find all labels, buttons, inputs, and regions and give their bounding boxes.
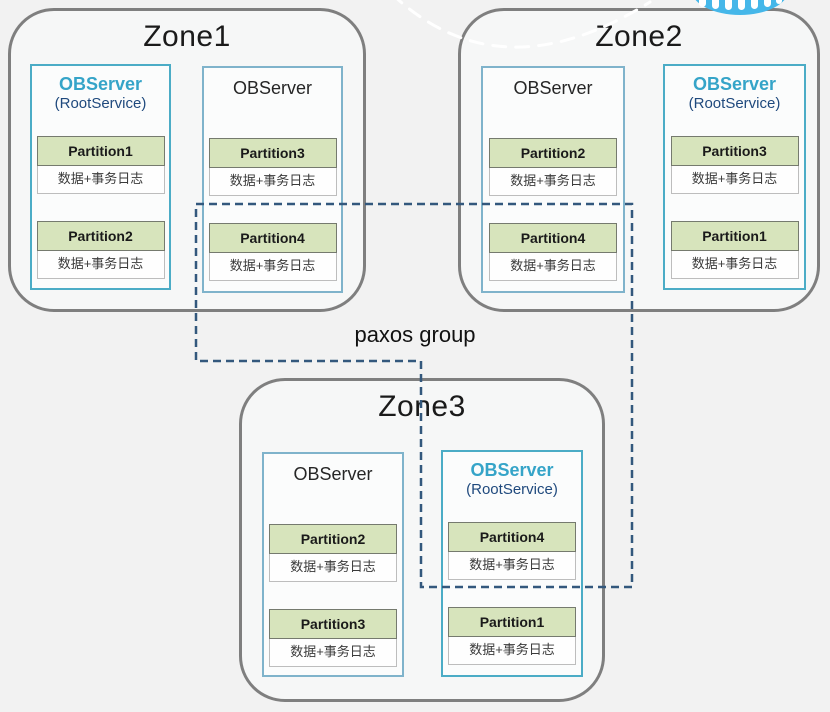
partition: Partition1 数据+事务日志 [36,136,165,194]
zone2-observer: OBServer Partition2 数据+事务日志 Partition4 数… [481,66,625,293]
zone1-observer: OBServer Partition3 数据+事务日志 Partition4 数… [202,66,343,293]
zone3-container: Zone3 OBServer Partition2 数据+事务日志 Partit… [239,378,605,702]
partition-name: Partition4 [208,223,337,253]
zone3-title: Zone3 [378,390,466,423]
observer-title: OBServer [293,464,373,484]
partition: Partition4 数据+事务日志 [448,522,576,580]
partition-name: Partition1 [36,136,165,166]
partition: Partition2 数据+事务日志 [36,221,165,279]
paxos-group-label: paxos group [354,322,476,347]
partition: Partition3 数据+事务日志 [208,138,337,196]
observer-title: OBServer [470,460,554,480]
observer-title: OBServer [232,78,313,98]
partition-name: Partition2 [36,221,165,251]
partition: Partition3 数据+事务日志 [670,136,799,194]
partition-name: Partition1 [670,221,799,251]
partition-log: 数据+事务日志 [36,166,165,194]
rootservice-subtitle: (RootService) [466,481,558,498]
zone1-observer-rootservice: OBServer (RootService) Partition1 数据+事务日… [30,64,171,290]
partition: Partition1 数据+事务日志 [448,607,576,665]
partition: Partition1 数据+事务日志 [670,221,799,279]
partition-log: 数据+事务日志 [269,554,397,582]
zone3-observer-rootservice: OBServer (RootService) Partition4 数据+事务日… [441,450,583,677]
observer-title: OBServer [513,78,593,98]
partition: Partition2 数据+事务日志 [269,524,397,582]
observer-title: OBServer [58,74,143,94]
partition-log: 数据+事务日志 [36,251,165,279]
partition: Partition4 数据+事务日志 [208,223,337,281]
rootservice-subtitle: (RootService) [688,95,781,112]
partition: Partition4 数据+事务日志 [489,223,617,281]
zone1-title: Zone1 [143,20,231,53]
partition-name: Partition1 [448,607,576,637]
partition-log: 数据+事务日志 [670,166,799,194]
partition-log: 数据+事务日志 [208,253,337,281]
partition-name: Partition3 [269,609,397,639]
partition-log: 数据+事务日志 [489,168,617,196]
observer-title: OBServer [692,74,777,94]
partition-log: 数据+事务日志 [489,253,617,281]
zone2-title: Zone2 [595,20,683,53]
rootservice-subtitle: (RootService) [54,95,147,112]
partition-name: Partition2 [489,138,617,168]
zone3-observer: OBServer Partition2 数据+事务日志 Partition3 数… [262,452,404,677]
partition-name: Partition3 [670,136,799,166]
partition-log: 数据+事务日志 [448,637,576,665]
zone2-observer-rootservice: OBServer (RootService) Partition3 数据+事务日… [663,64,806,290]
partition-name: Partition4 [448,522,576,552]
zone2-container: Zone2 OBServer Partition2 数据+事务日志 Partit… [458,8,820,312]
partition-log: 数据+事务日志 [448,552,576,580]
zone1-container: Zone1 OBServer (RootService) Partition1 … [8,8,366,312]
partition-name: Partition4 [489,223,617,253]
partition: Partition3 数据+事务日志 [269,609,397,667]
partition-log: 数据+事务日志 [208,168,337,196]
partition-log: 数据+事务日志 [670,251,799,279]
partition-name: Partition2 [269,524,397,554]
partition: Partition2 数据+事务日志 [489,138,617,196]
partition-name: Partition3 [208,138,337,168]
partition-log: 数据+事务日志 [269,639,397,667]
